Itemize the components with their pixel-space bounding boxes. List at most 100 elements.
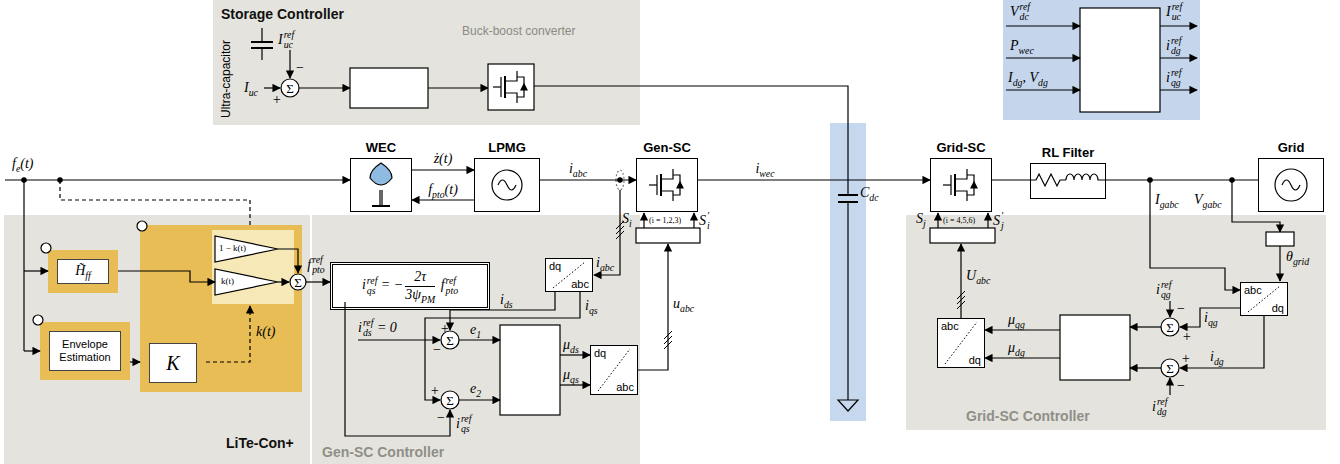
signal-label: Iuc	[244, 80, 258, 96]
wire	[1180, 316, 1264, 368]
signal-label: +	[1181, 351, 1190, 367]
wire	[23, 180, 24, 351]
diode-symbol	[971, 182, 977, 188]
marker-circle	[137, 221, 147, 231]
wire	[847, 202, 848, 400]
signal-label: Sj′	[993, 211, 1004, 232]
signal-label: iqgref	[1156, 280, 1171, 301]
transistor-symbol	[649, 184, 657, 185]
transform-box: dqabc	[590, 345, 638, 395]
controller-block	[500, 325, 560, 415]
panel-heading: Cdc	[860, 185, 879, 201]
wire	[428, 87, 488, 88]
node-text: Gen-SC	[597, 140, 737, 155]
sum-junction	[441, 391, 459, 409]
wire	[289, 50, 290, 78]
connector	[310, 281, 330, 282]
connector	[540, 179, 636, 180]
node-text: Grid	[1219, 140, 1340, 155]
wire	[24, 270, 48, 271]
buoy-symbol	[370, 163, 392, 185]
signal-label: k(t)	[256, 324, 275, 340]
panel: H̃ffEnvelope EstimationK LiTe-Con+	[4, 215, 310, 464]
node-text: LPMG	[435, 140, 579, 155]
transistor-symbol	[500, 77, 501, 97]
node-text: abc	[591, 381, 637, 394]
node-text: abc	[1244, 284, 1290, 297]
transistor-symbol	[656, 175, 657, 195]
machine-symbol	[492, 170, 522, 200]
signal-label: ids	[500, 292, 513, 308]
node-text: K	[166, 352, 179, 375]
signal-label: μds	[563, 337, 579, 353]
signal-label: (i = 1,2,3)	[649, 216, 681, 225]
transistor-symbol	[943, 184, 951, 185]
gain-region	[212, 230, 294, 304]
capacitor-symbol	[838, 194, 858, 196]
transistor-symbol	[955, 191, 967, 201]
wire	[60, 180, 250, 240]
transform-box: abcdq	[1240, 282, 1288, 316]
signal-label: Buck-boost converter	[462, 24, 575, 38]
controller-block	[350, 68, 428, 108]
node-text: abc	[546, 278, 592, 291]
transform-box: dq abc	[545, 258, 593, 292]
resistor-symbol	[1030, 174, 1066, 186]
signal-label: uabc	[673, 296, 694, 312]
transistor-symbol	[967, 175, 974, 195]
wire	[306, 281, 310, 282]
panel: iqsref = −2τ3ψPM fptorefdqabcdqabcGen-SC…	[312, 215, 640, 464]
node-text: Grid-SC	[891, 140, 1031, 155]
generator-box: LPMG	[474, 158, 540, 212]
pll-block	[1266, 232, 1294, 246]
signal-label: Iucref	[1166, 2, 1182, 23]
wire	[1130, 326, 1161, 327]
equation-box: iqsref = −2τ3ψPM fptoref	[330, 262, 490, 310]
connector	[1106, 179, 1258, 180]
sum-symbol: Σ	[1166, 321, 1174, 334]
signal-label: Idg, Vdg	[1008, 70, 1048, 86]
signal-label: idgref	[1152, 397, 1167, 418]
signal-label: +	[1182, 329, 1191, 345]
signal-label: −	[1176, 378, 1185, 394]
sine-symbol	[1282, 180, 1300, 190]
dc-link-band: Cdc	[830, 123, 866, 421]
bus-mark	[664, 336, 672, 344]
wire	[594, 190, 620, 275]
wire	[118, 271, 215, 282]
wire	[1169, 301, 1170, 317]
wire	[1006, 57, 1080, 58]
panel-heading: LiTe-Con+	[226, 435, 294, 451]
node-text: dq	[549, 260, 595, 273]
node-text: Envelope Estimation	[53, 338, 117, 364]
signal-label: iqsref	[456, 414, 471, 435]
wire	[1006, 25, 1080, 26]
node-text: WEC	[311, 140, 451, 155]
buoy-symbol	[372, 205, 390, 207]
signal-label: e2	[470, 381, 481, 397]
controller-region	[140, 225, 302, 392]
connector	[698, 179, 930, 180]
wire	[987, 213, 988, 228]
transistor-symbol	[661, 169, 673, 179]
signal-label: iqg	[1204, 310, 1218, 326]
signal-label: idgref	[1166, 36, 1181, 57]
signal-label: Si	[622, 211, 632, 227]
sum-junction	[1161, 318, 1179, 336]
filter-block: H̃ff	[48, 250, 118, 293]
signal-label: iabc	[569, 161, 587, 177]
bus-mark	[957, 301, 965, 309]
wire	[693, 213, 694, 228]
divider-line	[553, 262, 585, 288]
signal-label: Si′	[699, 211, 710, 232]
divider-line	[945, 322, 977, 364]
signal-label: iqs	[585, 298, 598, 314]
signal-label: fpto(t)	[428, 182, 458, 198]
panel-heading: Gen-SC Controller	[322, 444, 444, 460]
node-text: abc	[941, 320, 987, 333]
transistor-symbol	[517, 77, 524, 97]
transistor-symbol	[955, 169, 967, 179]
diode-symbol	[521, 84, 527, 90]
supervisory-block	[1080, 8, 1160, 112]
